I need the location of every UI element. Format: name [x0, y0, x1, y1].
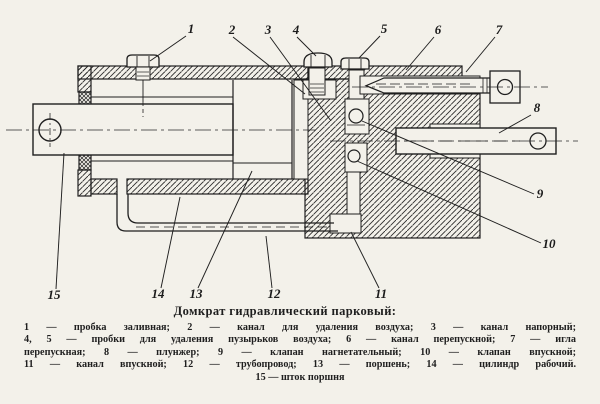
- cylinder-left-wall-lower: [77, 169, 92, 197]
- callout-15: 15: [48, 287, 62, 302]
- bleed-plug-4: [303, 52, 333, 68]
- piston-rod: [32, 103, 234, 156]
- callout-4: 4: [292, 22, 300, 37]
- legend-line-3: перепускная; 8 — плунжер; 9 — клапан наг…: [24, 346, 576, 358]
- callout-12: 12: [268, 286, 282, 301]
- bleed-plug-5: [340, 57, 370, 70]
- callout-1: 1: [188, 21, 195, 36]
- oil-pipe: [116, 194, 338, 232]
- rod-gland-lower: [78, 154, 92, 171]
- pipe-port: [329, 213, 362, 234]
- figure-title: Домкрат гидравлический парковый:: [173, 304, 397, 318]
- filler-plug: [126, 54, 160, 68]
- callout-11: 11: [375, 286, 387, 301]
- legend-line-5: 15 — шток поршня: [255, 371, 345, 383]
- legend-line-4: 11 — канал впускной; 12 — трубопровод; 1…: [24, 359, 576, 371]
- callout-5: 5: [381, 21, 388, 36]
- delivery-valve-ball: [348, 108, 364, 124]
- bleed-plug-4-bore: [308, 67, 326, 96]
- hydraulic-jack-diagram: 1 2 3 4 5 6 7 8 9 10 11 12 13 14 15: [6, 21, 578, 302]
- callout-10: 10: [543, 236, 557, 251]
- figure-caption: Домкрат гидравлический парковый: 1 — про…: [24, 304, 576, 384]
- top-plugs: [126, 52, 370, 117]
- callout-numbers: 1 2 3 4 5 6 7 8 9 10 11 12 13 14 15: [48, 21, 557, 302]
- cylinder-bottom-wall: [126, 178, 309, 195]
- cylinder-left-wall-upper: [77, 65, 92, 93]
- callout-8: 8: [534, 100, 541, 115]
- callout-leader-lines: [55, 35, 542, 290]
- callout-14: 14: [152, 286, 166, 301]
- callout-2: 2: [228, 22, 236, 37]
- callout-6: 6: [435, 22, 442, 37]
- rod-gland-upper: [78, 91, 92, 106]
- filler-plug-shank: [135, 66, 151, 81]
- inlet-valve-ball: [347, 149, 361, 163]
- needle-shaft: [364, 77, 491, 94]
- centerlines: [6, 86, 578, 147]
- legend-line-2: 4, 5 — пробки для удаления пузырьков воз…: [24, 334, 576, 346]
- piston-rod-assembly: [32, 80, 293, 179]
- callout-7: 7: [496, 22, 503, 37]
- callout-9: 9: [537, 186, 544, 201]
- callout-3: 3: [264, 22, 272, 37]
- cylinder-bottom-foot: [90, 178, 118, 195]
- cylinder-top-wall: [77, 65, 309, 80]
- legend-line-1: 1 — пробка заливная; 2 — канал для удале…: [24, 322, 576, 333]
- callout-13: 13: [190, 286, 204, 301]
